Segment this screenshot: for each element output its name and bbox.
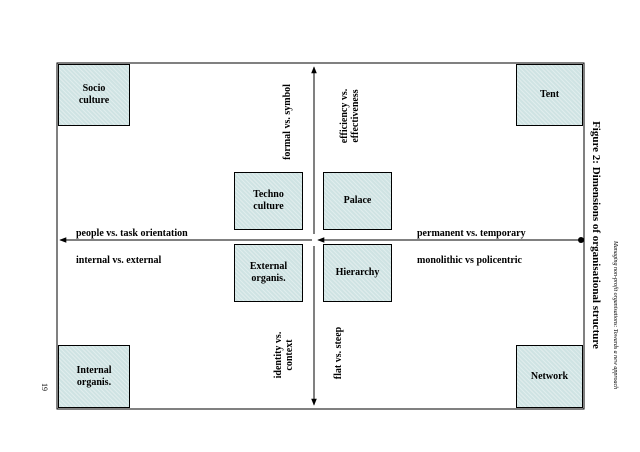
box-label: External organis. xyxy=(249,261,288,284)
label-monolithic-vs-policentric: monolithic vs policentric xyxy=(417,255,522,266)
page-number: 19 xyxy=(40,383,49,391)
axis-endpoint-dot xyxy=(578,237,584,243)
label-formal-vs-symbol: formal vs. symbol xyxy=(282,84,293,160)
label-identity-vs-context: identity vs. context xyxy=(273,331,295,379)
running-header: Managing non-profit organisations: Towar… xyxy=(612,240,618,390)
box-label: Network xyxy=(530,370,569,382)
box-network: Network xyxy=(516,345,583,408)
box-label: Socio culture xyxy=(78,83,110,106)
box-label: Tent xyxy=(539,89,560,100)
outer-frame xyxy=(56,62,585,410)
label-internal-vs-external: internal vs. external xyxy=(76,255,162,266)
box-palace: Palace xyxy=(323,172,392,230)
label-flat-vs-steep: flat vs. steep xyxy=(333,326,344,380)
box-label: Hierarchy xyxy=(335,267,380,278)
box-label: Palace xyxy=(343,195,372,206)
box-socio-culture: Socio culture xyxy=(58,64,130,126)
box-techno-culture: Techno culture xyxy=(234,172,303,230)
box-external-organis: External organis. xyxy=(234,244,303,302)
box-label: Internal organis. xyxy=(76,364,112,388)
label-permanent-vs-temporary: permanent vs. temporary xyxy=(417,228,526,239)
box-label: Techno culture xyxy=(253,189,284,212)
label-people-vs-task: people vs. task orientation xyxy=(76,228,188,239)
label-efficiency-vs-effectiveness: efficiency vs. effectiveness xyxy=(339,88,361,144)
figure-caption: Figure 2: Dimensions of organisational s… xyxy=(590,121,602,349)
box-internal-organis: Internal organis. xyxy=(58,345,130,408)
box-tent: Tent xyxy=(516,64,583,126)
box-hierarchy: Hierarchy xyxy=(323,244,392,302)
